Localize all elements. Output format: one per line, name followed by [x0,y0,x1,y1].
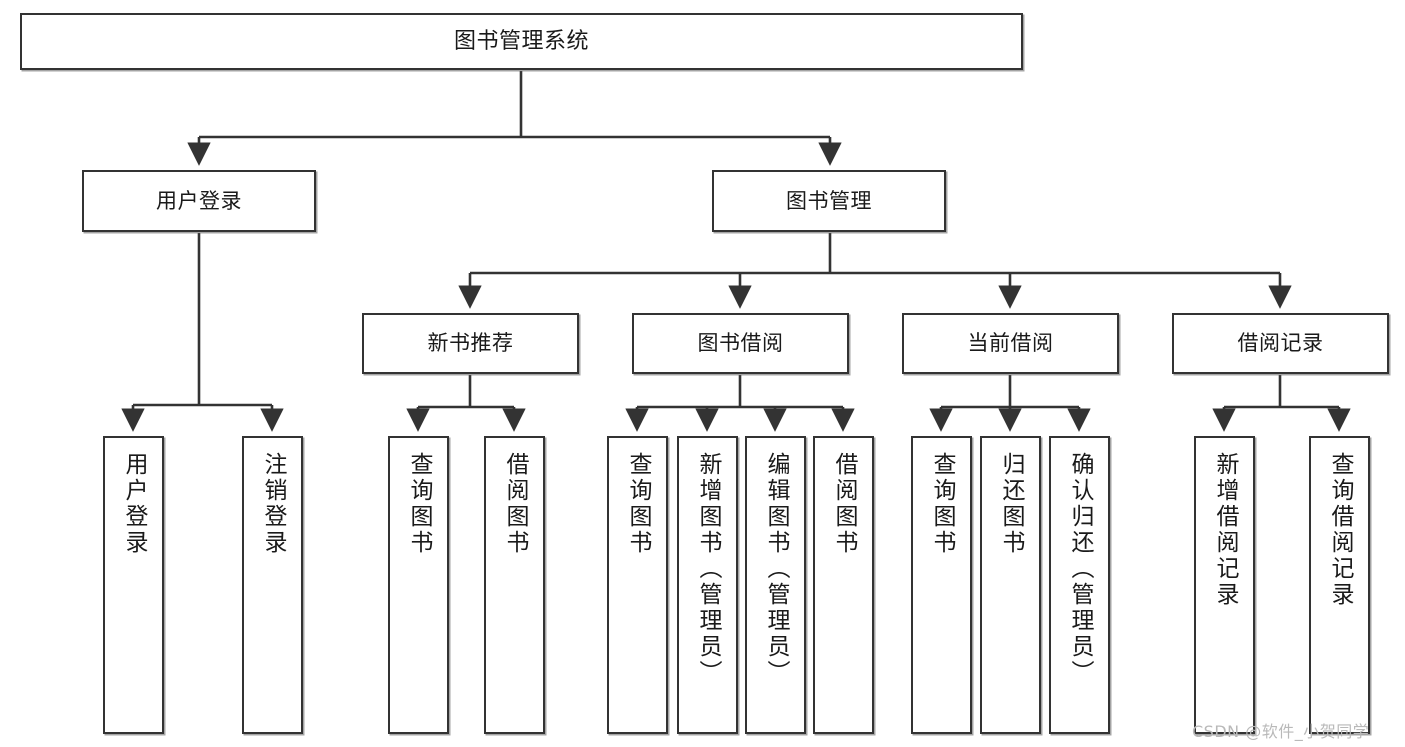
node-new-book-recommend-label: 新书推荐 [427,331,514,356]
node-new-book-recommend[interactable]: 新书推荐 [362,313,579,374]
node-leaf-user-login-label: 用户登录 [121,452,147,556]
node-leaf-query-book-cur-label: 查询图书 [929,452,955,556]
node-book-manage[interactable]: 图书管理 [712,170,946,232]
node-current-borrow-label: 当前借阅 [967,331,1054,356]
node-leaf-query-record[interactable]: 查询借阅记录 [1309,436,1370,734]
node-leaf-confirm-return-label: 确认归还（管理员） [1067,452,1093,686]
node-leaf-add-book-label: 新增图书（管理员） [695,452,721,686]
node-leaf-edit-book[interactable]: 编辑图书（管理员） [745,436,806,734]
node-leaf-query-book-borrow-label: 查询图书 [625,452,651,556]
node-leaf-query-book-rec[interactable]: 查询图书 [388,436,449,734]
node-book-borrow-label: 图书借阅 [697,331,784,356]
node-user-login-label: 用户登录 [156,188,242,213]
node-leaf-query-book-rec-label: 查询图书 [406,452,432,556]
node-book-borrow[interactable]: 图书借阅 [632,313,849,374]
node-leaf-add-record-label: 新增借阅记录 [1212,452,1238,608]
node-leaf-user-logout-label: 注销登录 [260,452,286,556]
node-leaf-confirm-return[interactable]: 确认归还（管理员） [1049,436,1110,734]
node-leaf-borrow-book-label: 借阅图书 [831,452,857,556]
node-leaf-edit-book-label: 编辑图书（管理员） [763,452,789,686]
node-book-manage-label: 图书管理 [786,188,872,213]
node-root[interactable]: 图书管理系统 [20,13,1023,70]
node-leaf-return-book[interactable]: 归还图书 [980,436,1041,734]
node-leaf-add-record[interactable]: 新增借阅记录 [1194,436,1255,734]
node-leaf-query-book-borrow[interactable]: 查询图书 [607,436,668,734]
node-leaf-query-book-cur[interactable]: 查询图书 [911,436,972,734]
csdn-watermark: CSDN @软件_小贺同学 [1192,722,1370,741]
node-borrow-record-label: 借阅记录 [1237,331,1324,356]
node-leaf-return-book-label: 归还图书 [998,452,1024,556]
node-leaf-borrow-book[interactable]: 借阅图书 [813,436,874,734]
node-user-login[interactable]: 用户登录 [82,170,316,232]
node-leaf-user-login[interactable]: 用户登录 [103,436,164,734]
node-leaf-borrow-book-rec-label: 借阅图书 [502,452,528,556]
node-leaf-add-book[interactable]: 新增图书（管理员） [677,436,738,734]
node-leaf-borrow-book-rec[interactable]: 借阅图书 [484,436,545,734]
node-leaf-user-logout[interactable]: 注销登录 [242,436,303,734]
node-borrow-record[interactable]: 借阅记录 [1172,313,1389,374]
node-root-label: 图书管理系统 [453,28,589,54]
node-leaf-query-record-label: 查询借阅记录 [1327,452,1353,608]
node-current-borrow[interactable]: 当前借阅 [902,313,1119,374]
